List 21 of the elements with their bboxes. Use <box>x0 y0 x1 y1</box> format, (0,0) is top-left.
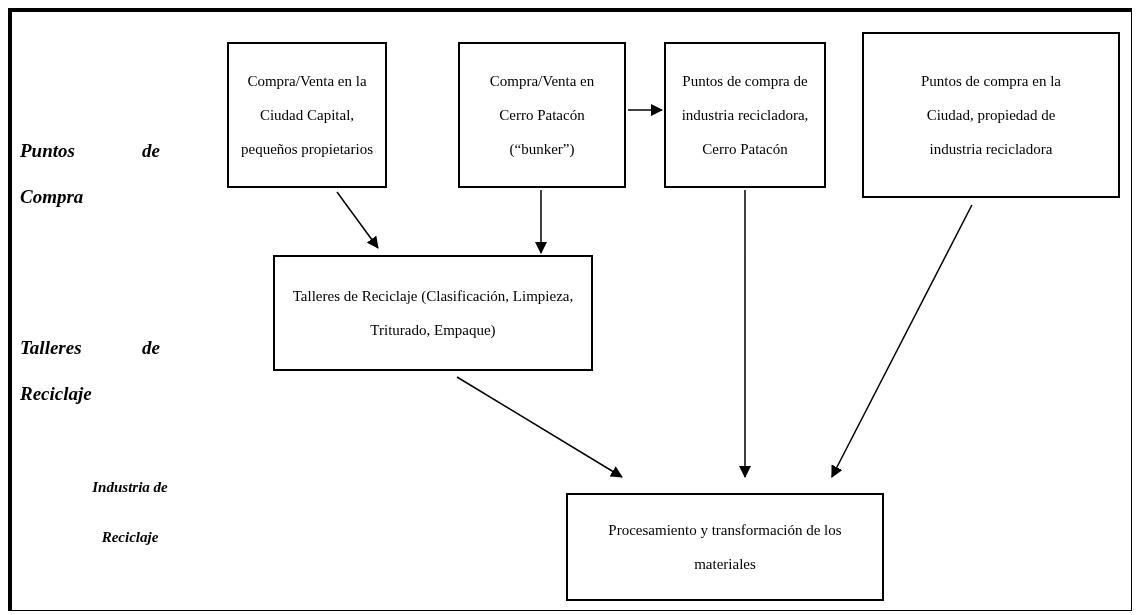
process-box <box>227 42 387 188</box>
arrow <box>831 204 973 478</box>
box-text: Talleres de Reciclaje (Clasificación, Limpieza, Triturado, Empaque) <box>291 287 575 340</box>
process-box <box>458 42 626 188</box>
box-text: Puntos de compra de industria recicladora, Cerro Patacón <box>680 72 810 159</box>
box-text: Puntos de compra en la Ciudad, propiedad de industria recicladora <box>920 72 1062 159</box>
arrow <box>336 191 379 249</box>
arrow <box>739 189 752 478</box>
box-text: Procesamiento y transformación de los materiales <box>608 521 842 574</box>
row-label: Talleres de Reciclaje <box>20 336 160 406</box>
process-box <box>664 42 826 188</box>
arrow <box>627 104 663 117</box>
process-box <box>566 493 884 601</box>
box-text: Compra/Venta en la Ciudad Capital, pequeños propietarios <box>239 72 375 159</box>
process-box <box>273 255 593 371</box>
arrow <box>535 189 547 254</box>
box-text: Compra/Venta en Cerro Patacón (“bunker”) <box>488 72 596 159</box>
row-label: Industria de Reciclaje <box>91 478 169 547</box>
process-box <box>862 32 1120 198</box>
arrow <box>456 376 623 478</box>
row-label: Puntos de Compra <box>20 139 160 209</box>
